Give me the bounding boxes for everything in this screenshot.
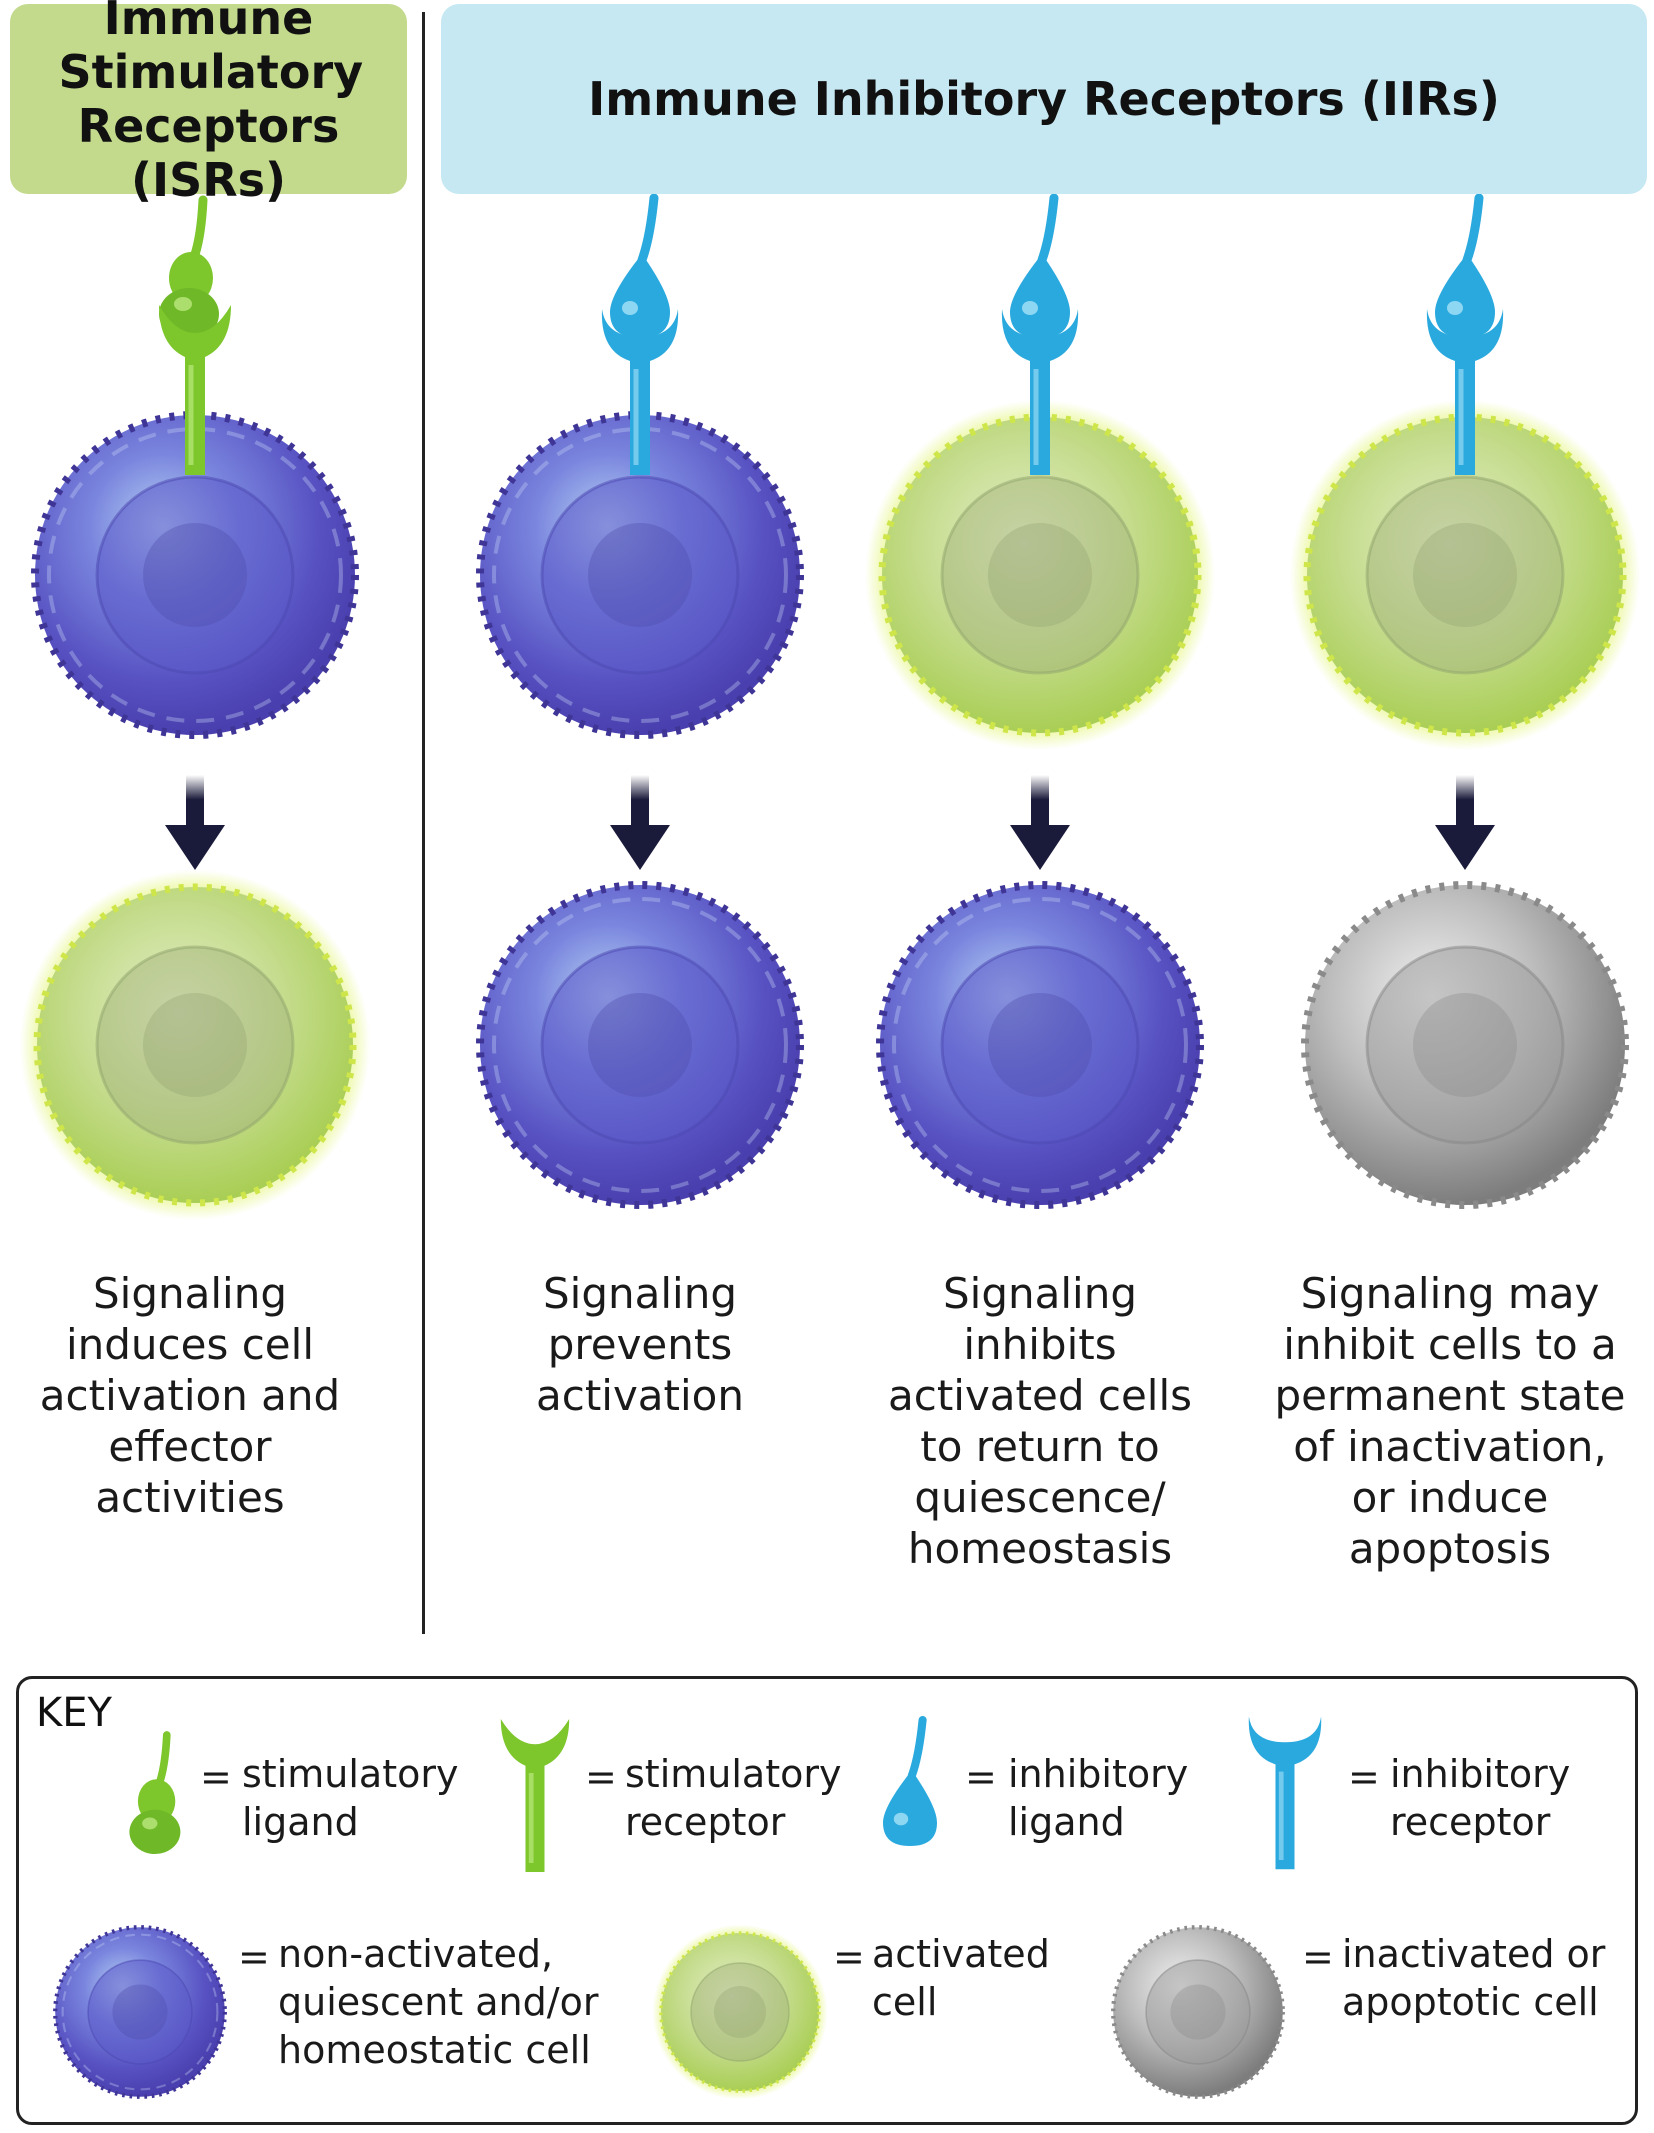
key-equals: = [1302,1935,1334,1979]
key-equals: = [965,1755,997,1799]
iir-col4-down-arrow-icon [1435,775,1495,870]
key-non-activated-cell-label: non-activated, quiescent and/or homeosta… [278,1932,599,2072]
key-inhibitory-receptor-label: inhibitory receptor [1390,1752,1571,1844]
iir-col3-down-arrow-icon [1010,775,1070,870]
caption-isr: Signaling induces cell activation and ef… [39,1269,341,1522]
key-equals: = [833,1935,865,1979]
key-activated-cell-label: activated cell [872,1932,1050,2024]
iir-col3-inhibitory-ligand-icon [1010,198,1070,338]
key-equals: = [200,1755,232,1799]
isr-header-text: Immune Stimulatory Receptors (ISRs) [58,0,364,207]
caption-iir-apoptosis: Signaling may inhibit cells to a permane… [1274,1269,1626,1573]
key-box [16,1676,1638,2125]
caption-iir-inhibits: Signaling inhibits activated cells to re… [887,1269,1193,1573]
key-equals: = [585,1755,617,1799]
iir-col4-bottom-inactivated-cell [1305,885,1625,1205]
iir-header: Immune Inhibitory Receptors (IIRs) [441,4,1647,194]
isr-bottom-activated-cell [20,870,370,1220]
key-equals: = [1348,1755,1380,1799]
iir-header-text: Immune Inhibitory Receptors (IIRs) [588,72,1500,126]
iir-col2-bottom-cell [480,885,800,1205]
key-stimulatory-ligand-label: stimulatory ligand [242,1752,459,1844]
iir-col2-down-arrow-icon [610,775,670,870]
key-stimulatory-receptor-label: stimulatory receptor [625,1752,842,1844]
key-title: KEY [36,1690,112,1736]
key-equals: = [238,1935,270,1979]
column-divider [422,12,425,1634]
iir-col2-inhibitory-ligand-icon [610,198,670,338]
isr-header: Immune Stimulatory Receptors (ISRs) [10,0,407,207]
key-inactivated-cell-label: inactivated or apoptotic cell [1342,1932,1606,2024]
iir-col4-inhibitory-ligand-icon [1435,198,1495,338]
iir-col3-bottom-cell [880,885,1200,1205]
isr-down-arrow-icon [165,775,225,870]
caption-iir-prevents: Signaling prevents activation [535,1269,744,1420]
key-inhibitory-ligand-label: inhibitory ligand [1008,1752,1189,1844]
